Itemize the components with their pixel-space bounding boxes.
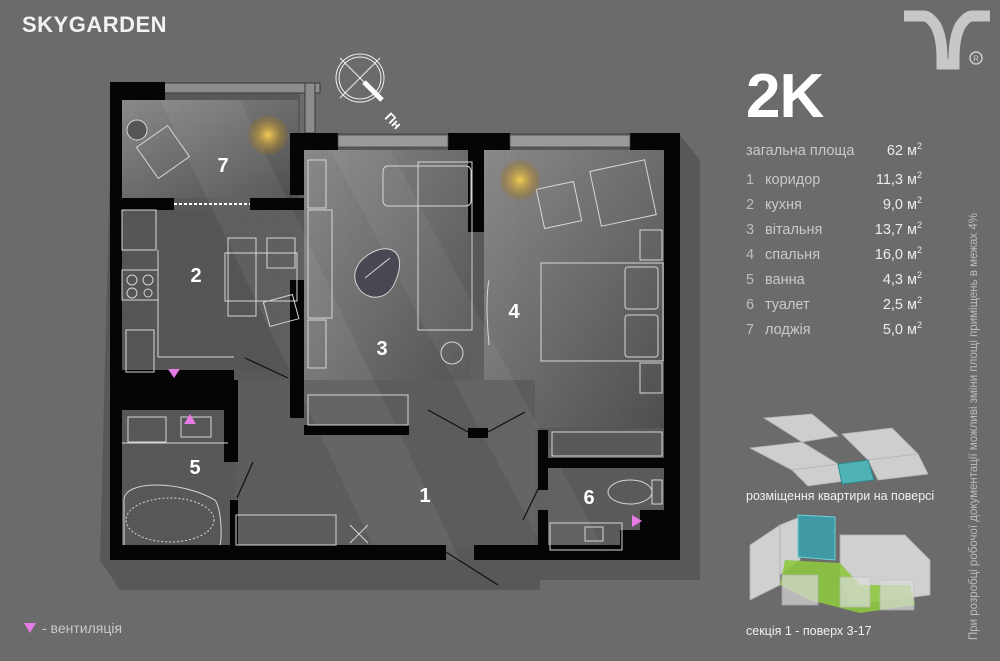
total-area-label: загальна площа — [746, 143, 855, 159]
room-labels: 1 2 3 4 5 6 7 — [189, 155, 594, 509]
room-area: 2,5 м — [882, 297, 917, 313]
room-area: 4,3 м — [882, 272, 917, 288]
floor-location-thumbnail — [748, 413, 929, 487]
room-label-7: 7 — [217, 155, 228, 177]
furniture — [121, 119, 664, 551]
room-name: спальня — [765, 247, 821, 263]
vent-marker-icon — [168, 369, 642, 527]
y-shape-logo-icon: R — [904, 10, 990, 70]
room-name: коридор — [765, 172, 821, 188]
room-label-1: 1 — [419, 485, 430, 507]
room-area: 9,0 м — [882, 197, 917, 213]
floor-plan: Пн 1 2 3 4 5 6 7 — [100, 53, 700, 590]
room-label-5: 5 — [189, 457, 200, 479]
apartment-type: 2K — [746, 62, 824, 131]
room-area: 13,7 м — [874, 222, 917, 238]
building-section-thumbnail — [749, 514, 931, 613]
plant-icon — [248, 115, 288, 155]
room-name: ванна — [765, 272, 805, 288]
legend-vent-label: - вентиляція — [42, 620, 123, 636]
room-name: лоджія — [765, 322, 811, 338]
room-area: 11,3 м — [875, 172, 917, 188]
legend: - вентиляція — [24, 620, 122, 636]
room-label-4: 4 — [508, 301, 520, 323]
disclaimer-note: При розробці робочої документації можлив… — [968, 213, 980, 640]
total-area-value: 62 м — [886, 143, 917, 159]
floor-location-caption: розміщення квартири на поверсі — [746, 489, 935, 503]
apartment-highlight — [837, 459, 875, 485]
brand-title: SKYGARDEN — [22, 12, 168, 37]
room-name: вітальня — [765, 222, 823, 238]
total-area-row: загальна площа 62 м2 — [746, 139, 922, 164]
vent-marker-icon — [24, 623, 36, 633]
room-name: туалет — [765, 297, 810, 313]
room-area: 5,0 м — [882, 322, 917, 338]
room-name: кухня — [765, 197, 802, 213]
windows — [337, 134, 631, 148]
section-caption: секція 1 - поверх 3-17 — [746, 624, 872, 638]
door-swings — [236, 357, 541, 586]
room-label-3: 3 — [376, 338, 387, 360]
room-label-6: 6 — [583, 487, 594, 509]
apartment-highlight — [797, 514, 836, 561]
room-area: 16,0 м — [874, 247, 917, 263]
plant-icon — [500, 160, 540, 200]
svg-text:R: R — [973, 55, 979, 64]
walls — [110, 82, 680, 560]
room-label-2: 2 — [190, 265, 201, 287]
